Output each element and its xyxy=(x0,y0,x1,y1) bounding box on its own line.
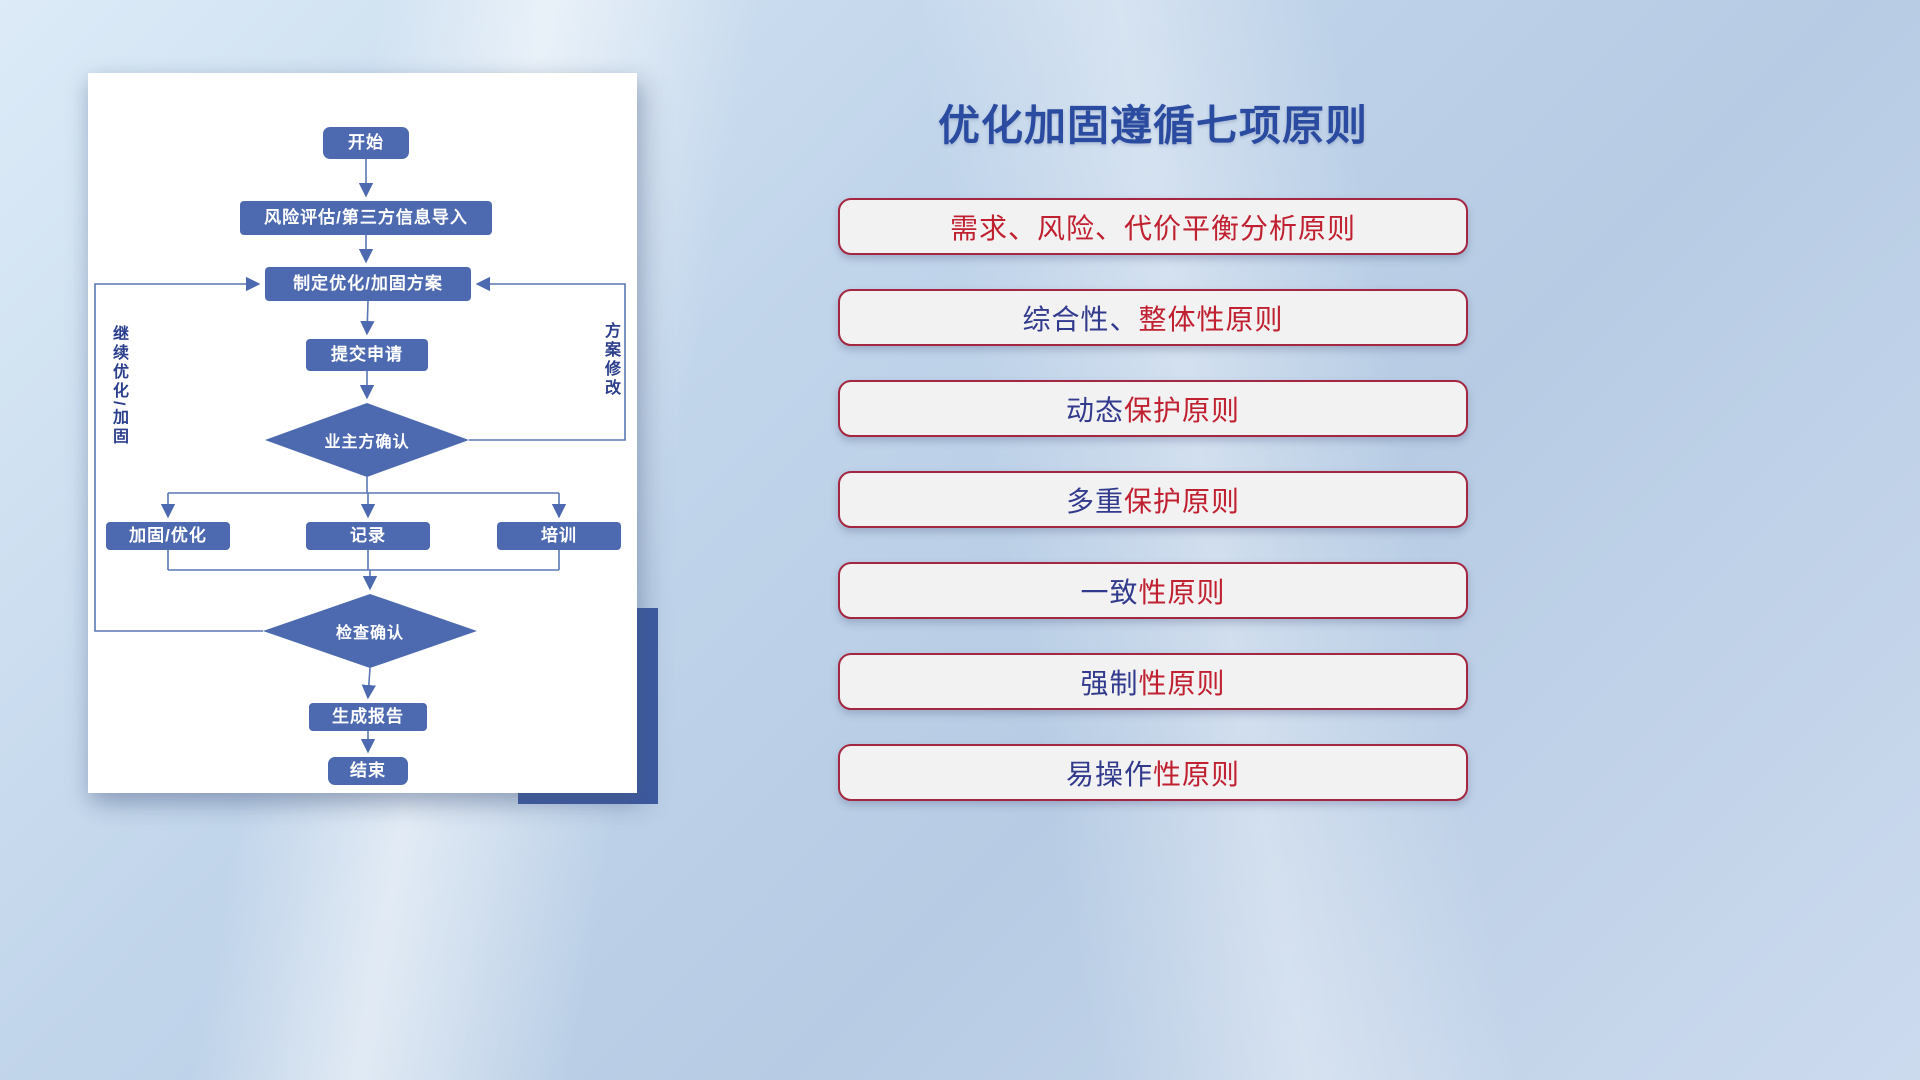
loop-label-plan-revision: 方案修改 xyxy=(602,322,619,398)
principle-text: 需求、风险、代价平衡分析原则 xyxy=(949,212,1356,244)
principle-item-5: 一致性原则 xyxy=(838,562,1468,619)
principle-text: 保护原则 xyxy=(1124,485,1241,517)
flow-node-record: 记录 xyxy=(306,522,430,550)
principle-text-highlight: 强制 xyxy=(1080,667,1139,699)
flowchart-panel: 开始 风险评估/第三方信息导入 制定优化/加固方案 提交申请 业主方确认 加固/… xyxy=(88,73,637,793)
principle-text: 性原则 xyxy=(1138,667,1226,699)
principle-text: 性原则 xyxy=(1138,576,1226,608)
principle-item-1: 需求、风险、代价平衡分析原则 xyxy=(838,198,1468,255)
page-title: 优化加固遵循七项原则 xyxy=(937,102,1368,149)
principle-text: 保护原则 xyxy=(1124,394,1241,426)
principle-item-3: 动态保护原则 xyxy=(838,380,1468,437)
principle-text: 性原则 xyxy=(1153,758,1241,790)
flow-node-report: 生成报告 xyxy=(309,703,427,731)
principle-text-highlight: 综合性、 xyxy=(1022,303,1139,335)
principle-text: 整体性原则 xyxy=(1138,303,1284,335)
principle-text-highlight: 多重 xyxy=(1065,485,1124,517)
flowchart-connectors xyxy=(94,159,626,754)
loop-label-continue-optimize: 继续优化/加固 xyxy=(110,325,127,447)
flow-node-submit: 提交申请 xyxy=(306,339,428,371)
principles-list: 需求、风险、代价平衡分析原则 综合性、整体性原则 动态保护原则 多重保护原则 一… xyxy=(838,198,1468,801)
principle-item-6: 强制性原则 xyxy=(838,653,1468,710)
flow-node-training: 培训 xyxy=(497,522,621,550)
flow-node-reinforce: 加固/优化 xyxy=(106,522,230,550)
principle-text-highlight: 易操作 xyxy=(1065,758,1153,790)
principle-item-4: 多重保护原则 xyxy=(838,471,1468,528)
flow-node-risk-import: 风险评估/第三方信息导入 xyxy=(240,201,492,235)
principle-item-2: 综合性、整体性原则 xyxy=(838,289,1468,346)
principle-item-7: 易操作性原则 xyxy=(838,744,1468,801)
principle-text-highlight: 动态 xyxy=(1065,394,1124,426)
flow-node-end: 结束 xyxy=(328,757,408,785)
flow-node-start: 开始 xyxy=(323,127,409,159)
flow-node-make-plan: 制定优化/加固方案 xyxy=(265,267,471,301)
principle-text-highlight: 一致 xyxy=(1080,576,1139,608)
